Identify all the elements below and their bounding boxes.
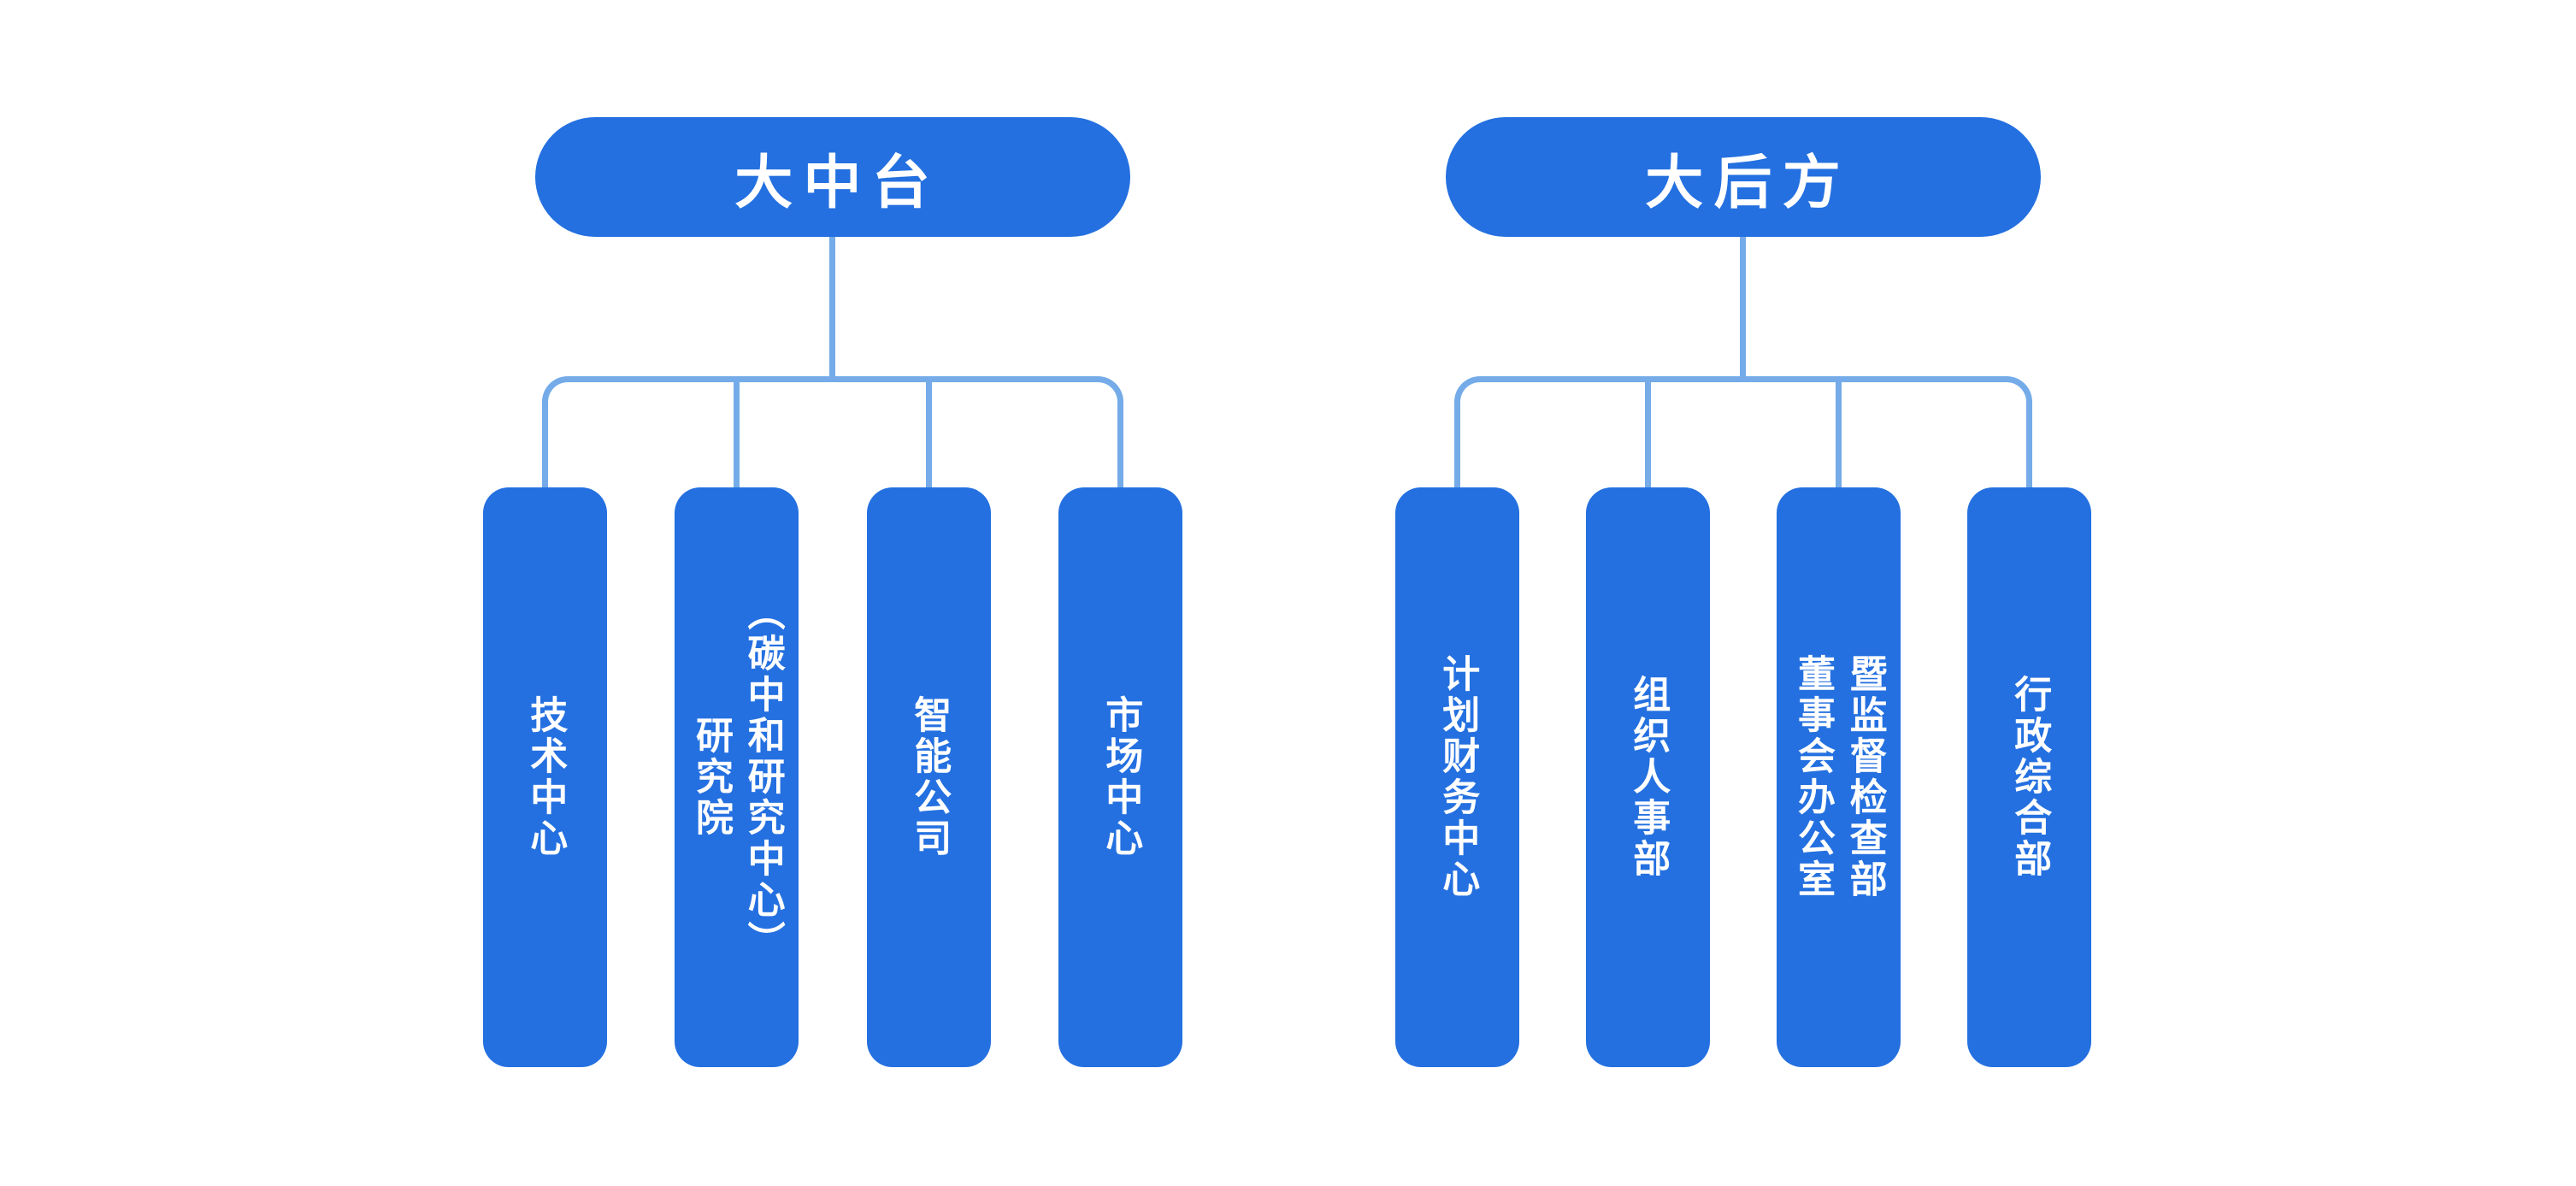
connector-stem-left-group: [829, 237, 835, 380]
dept-node-org-personnel-dept[interactable]: 组织人事部: [1585, 487, 1710, 1067]
connector-branch-left-2: [733, 380, 740, 487]
dept-node-admin-general-dept[interactable]: 行政综合部: [1966, 487, 2091, 1067]
dept-node-planning-finance-center[interactable]: 计划财务中心: [1394, 487, 1519, 1067]
dept-node-label-line-2: （碳中和研究中心）: [741, 593, 784, 962]
dept-node-label-line-1: 研究院: [690, 716, 732, 839]
dept-node-research-institute[interactable]: 研究院 （碳中和研究中心）: [674, 487, 799, 1067]
dept-node-label: 智能公司: [908, 695, 951, 859]
connector-rail-right-group: [1453, 376, 2032, 487]
dept-node-tech-center[interactable]: 技术中心: [482, 487, 607, 1067]
connector-branch-right-2: [1644, 380, 1651, 487]
group-node-da-hou-fang[interactable]: 大后方: [1445, 117, 2041, 237]
connector-stem-right-group: [1740, 237, 1746, 380]
dept-node-board-office-supervision-dept[interactable]: 董事会办公室 暨监督检查部: [1776, 487, 1901, 1067]
connector-rail-left-group: [541, 376, 1123, 487]
dept-node-label: 技术中心: [524, 695, 567, 859]
dept-node-label: 行政综合部: [2008, 675, 2051, 880]
connector-branch-right-3: [1835, 380, 1842, 487]
dept-node-label-line-2: 暨监督检查部: [1843, 654, 1886, 900]
group-node-da-zhong-tai[interactable]: 大中台: [534, 117, 1130, 237]
dept-node-market-center[interactable]: 市场中心: [1058, 487, 1182, 1067]
connector-branch-left-3: [925, 380, 932, 487]
dept-node-label-line-1: 董事会办公室: [1792, 654, 1834, 900]
dept-node-label: 组织人事部: [1627, 675, 1670, 880]
dept-node-intelligent-company[interactable]: 智能公司: [866, 487, 991, 1067]
dept-node-label: 市场中心: [1099, 695, 1142, 859]
group-node-label: 大中台: [734, 150, 940, 215]
dept-node-label: 计划财务中心: [1436, 654, 1479, 900]
group-node-label: 大后方: [1645, 150, 1851, 215]
